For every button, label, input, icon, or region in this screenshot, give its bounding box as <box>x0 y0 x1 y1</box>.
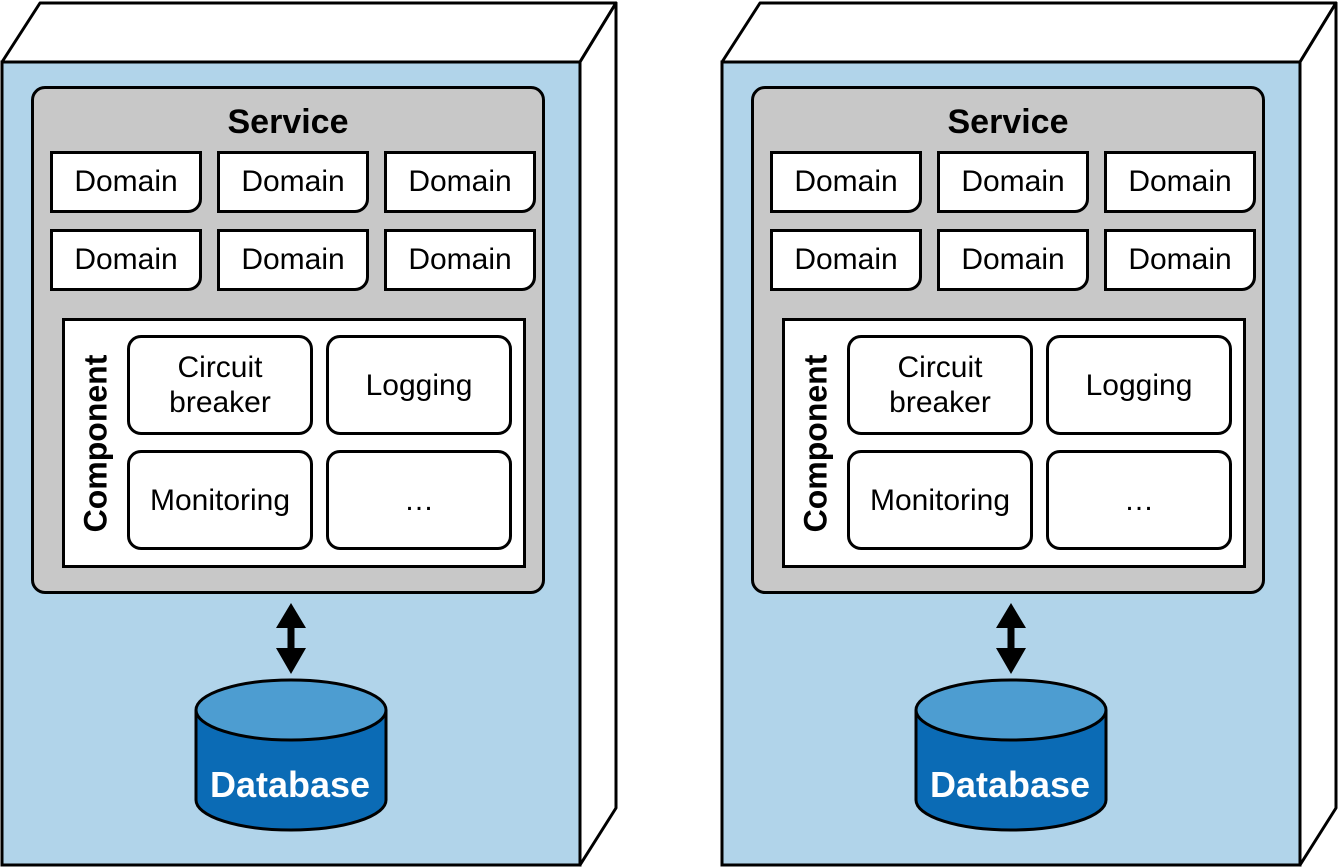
domain-box: Domain <box>1104 151 1256 213</box>
database-label: Database <box>929 764 1091 805</box>
more-components-box: … <box>1046 450 1232 550</box>
service-panel: Service Domain Domain Domain Domain Doma… <box>751 86 1265 594</box>
domain-box: Domain <box>770 151 922 213</box>
more-components-box: … <box>326 450 512 550</box>
domain-box: Domain <box>217 229 369 291</box>
domain-box: Domain <box>384 151 536 213</box>
domain-box: Domain <box>1104 229 1256 291</box>
domain-box: Domain <box>384 229 536 291</box>
monitoring-box: Monitoring <box>127 450 313 550</box>
database-cylinder-icon <box>914 678 1108 832</box>
deployment-unit-1: Service Domain Domain Domain Domain Doma… <box>0 0 620 868</box>
double-arrow-icon <box>276 603 306 674</box>
service-panel: Service Domain Domain Domain Domain Doma… <box>31 86 545 594</box>
service-title: Service <box>947 103 1069 141</box>
database-cylinder-icon <box>194 678 388 832</box>
domain-box: Domain <box>50 229 202 291</box>
domain-box: Domain <box>770 229 922 291</box>
service-title: Service <box>227 103 349 141</box>
domain-box: Domain <box>217 151 369 213</box>
deployment-unit-2: Service Domain Domain Domain Domain Doma… <box>720 0 1339 868</box>
component-label: Component <box>797 354 834 532</box>
database-label: Database <box>209 764 371 805</box>
domain-box: Domain <box>50 151 202 213</box>
logging-box: Logging <box>1046 335 1232 435</box>
domain-box: Domain <box>937 151 1089 213</box>
domain-box: Domain <box>937 229 1089 291</box>
logging-box: Logging <box>326 335 512 435</box>
monitoring-box: Monitoring <box>847 450 1033 550</box>
component-label: Component <box>77 354 114 532</box>
double-arrow-icon <box>996 603 1026 674</box>
